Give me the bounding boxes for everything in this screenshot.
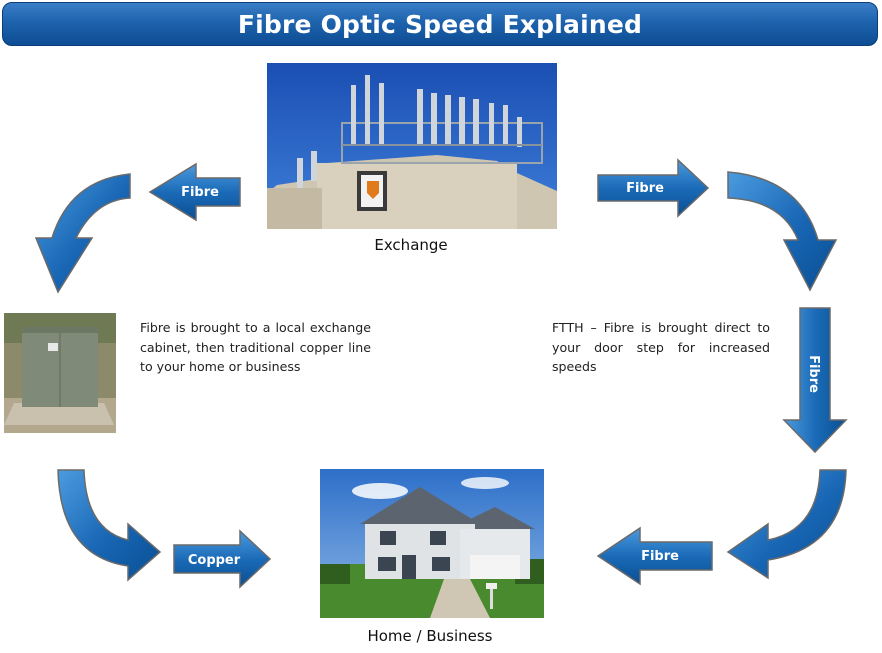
curve-arrow-top-left [34,173,131,294]
curve-arrow-bottom-left [57,469,162,582]
curve-arrow-bottom-right [726,469,847,580]
arrow-top-left: Fibre [148,162,241,222]
arrow-label-top-left: Fibre [181,185,219,200]
ftth-description: FTTH – Fibre is brought direct to your d… [552,320,770,374]
title-bar: Fibre Optic Speed Explained [2,2,878,46]
home-caption: Home / Business [367,627,493,645]
page-title: Fibre Optic Speed Explained [237,9,643,39]
arrow-label-top-right: Fibre [626,181,664,196]
curve-arrow-top-right [727,171,838,292]
cabinet-description: Fibre is brought to a local exchange cab… [140,320,371,374]
arrow-label-bottom-right: Fibre [641,549,679,564]
arrow-bottom-right: Fibre [596,526,713,586]
exchange-caption: Exchange [374,236,448,254]
arrow-label-copper: Copper [188,553,241,568]
home-photo [320,469,544,618]
arrow-right-vertical: Fibre [782,307,848,454]
arrow-label-right-vertical: Fibre [806,355,821,393]
arrow-bottom-left-copper: Copper [173,529,272,589]
arrow-top-right: Fibre [597,158,710,218]
cabinet-photo [4,313,116,433]
exchange-photo [267,63,557,229]
